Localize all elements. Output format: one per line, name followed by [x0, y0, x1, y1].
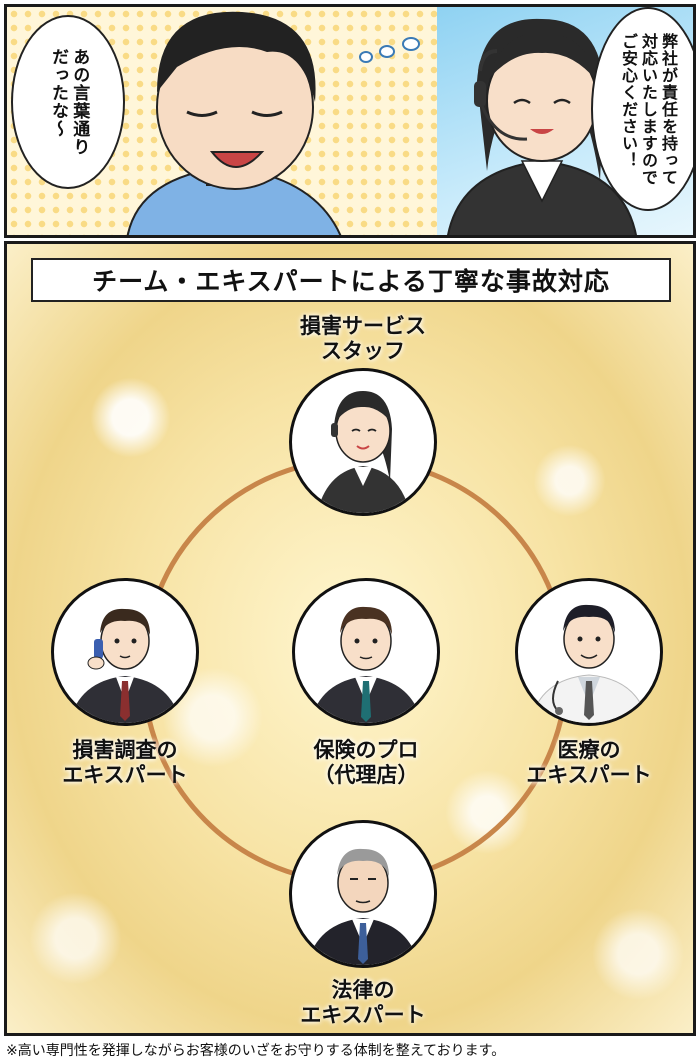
operator-woman-illustration: [447, 18, 637, 235]
agent-icon: [310, 606, 422, 723]
lawyer-icon: [307, 848, 419, 965]
footnote: ※高い専門性を発揮しながらお客様のいざをお守りする体制を整えております。: [6, 1043, 506, 1059]
node-claims-staff: [289, 368, 437, 516]
thought-dot: [359, 51, 373, 63]
operator-speech-text: 弊社が責任を持って 対応いたしますので ご安心ください！: [619, 32, 678, 186]
thought-dot: [402, 37, 420, 51]
doctor-icon: [529, 604, 649, 723]
node-label-insurance-agent: 保険のプロ （代理店）: [313, 738, 419, 788]
node-label-claims-staff: 損害サービス スタッフ: [300, 314, 426, 364]
node-damage-investigation: [51, 578, 199, 726]
node-label-legal-expert: 法律の エキスパート: [300, 978, 426, 1028]
node-label-medical-expert: 医療の エキスパート: [526, 738, 652, 788]
operator-headset-icon: [317, 391, 410, 513]
smiling-man-illustration: [126, 11, 342, 235]
panel-title: チーム・エキスパートによる丁寧な事故対応: [31, 258, 671, 302]
node-medical-expert: [515, 578, 663, 726]
man-speech-text: あの言葉通り だったな〜: [48, 48, 90, 156]
node-label-damage-investigation: 損害調査の エキスパート: [62, 738, 188, 788]
node-legal-expert: [289, 820, 437, 968]
top-comic-panel: あの言葉通り だったな〜 弊社が責任を持って 対応いたしますので ご安心ください…: [4, 4, 696, 238]
man-speech-bubble: あの言葉通り だったな〜: [11, 15, 125, 189]
thought-dot: [379, 45, 395, 58]
expert-team-panel: チーム・エキスパートによる丁寧な事故対応 損害サービス スタッフ: [4, 241, 696, 1036]
businessman-phone-icon: [69, 608, 181, 723]
node-insurance-agent: [292, 578, 440, 726]
operator-speech-bubble: 弊社が責任を持って 対応いたしますので ご安心ください！: [591, 7, 693, 211]
